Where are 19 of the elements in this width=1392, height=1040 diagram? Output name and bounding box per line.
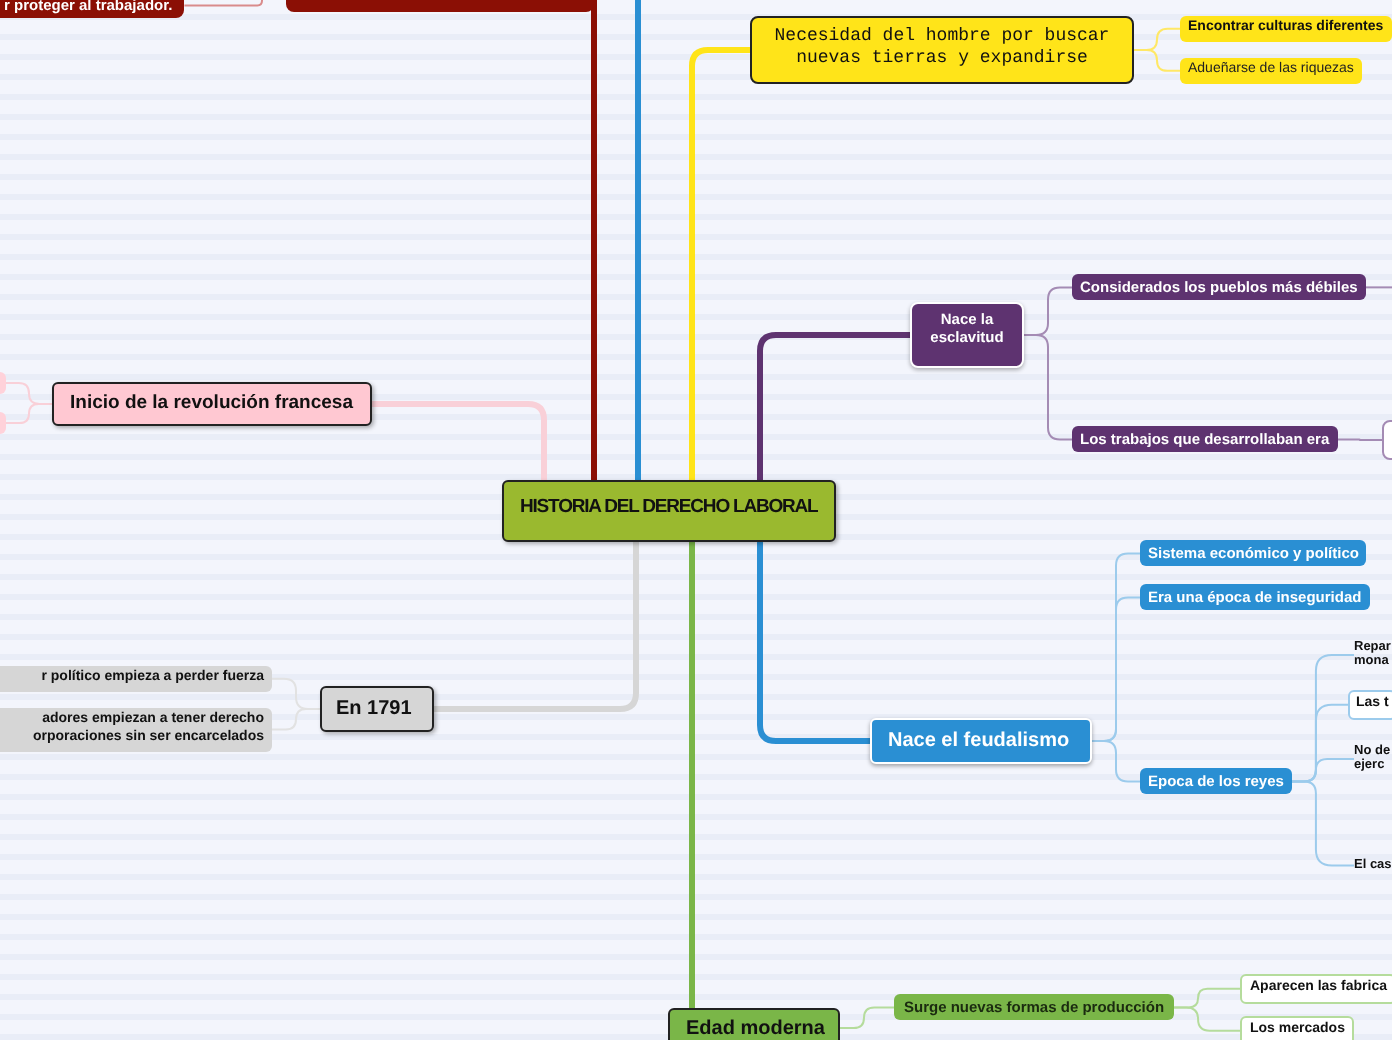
topic-box: Necesidad del hombre por buscar nuevas tierras y expandirse <box>750 16 1134 84</box>
connector-line <box>1290 780 1355 867</box>
connector-line <box>689 542 695 1008</box>
topic-box: En 1791 <box>320 686 434 732</box>
central-topic-box: HISTORIA DEL DERECHO LABORAL <box>502 480 836 542</box>
topic-box: Nace el feudalismo <box>870 718 1092 764</box>
connector-line <box>635 0 641 480</box>
topic-box: Inicio de la revolución francesa <box>52 382 371 426</box>
connector-line <box>689 47 750 480</box>
connector-line <box>371 400 547 480</box>
connector-line <box>757 542 870 744</box>
connector-line <box>1133 49 1181 72</box>
topic-box: Edad moderna <box>668 1008 840 1040</box>
connector-line <box>1173 1006 1241 1032</box>
connector-line <box>1336 438 1383 441</box>
connector-line <box>757 332 910 480</box>
connector-line <box>434 542 639 712</box>
connector-line <box>591 0 597 480</box>
connector-line <box>1364 286 1392 289</box>
